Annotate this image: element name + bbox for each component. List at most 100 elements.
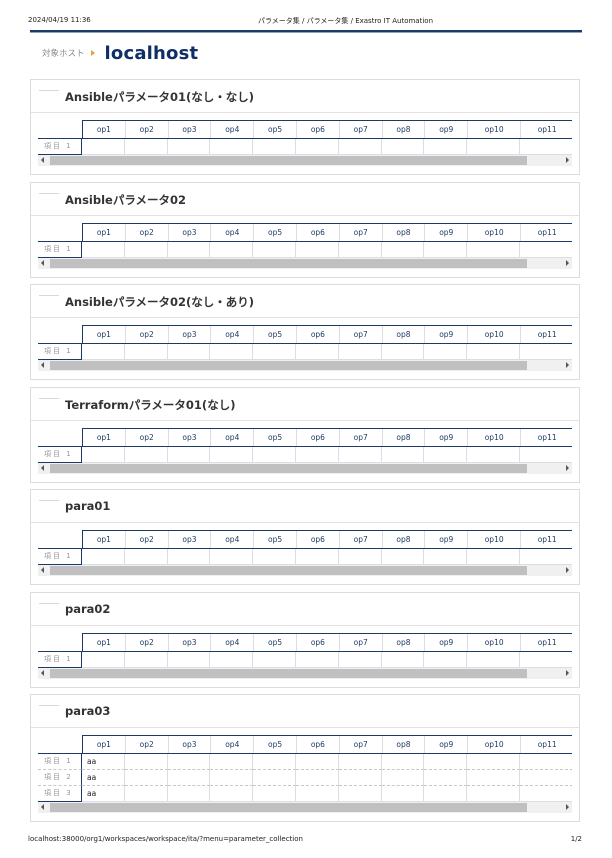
scroll-right-arrow-icon[interactable]	[566, 567, 569, 573]
row-label: 項目 1	[38, 139, 82, 155]
panel-title-bar: Ansibleパラメータ01(なし・なし)	[31, 80, 579, 113]
table-cell	[467, 344, 521, 360]
row-cells	[82, 344, 572, 360]
table-cell: aa	[82, 786, 125, 802]
table-cell	[295, 447, 339, 463]
table-corner	[38, 633, 82, 652]
scroll-right-arrow-icon[interactable]	[566, 465, 569, 471]
table-cell	[467, 549, 521, 565]
table-corner	[38, 223, 82, 242]
table-cell	[124, 242, 168, 258]
table-cell	[520, 139, 572, 155]
panel-title: para03	[65, 704, 111, 718]
column-header: op6	[297, 736, 340, 753]
scroll-left-arrow-icon[interactable]	[41, 465, 44, 471]
scroll-left-arrow-icon[interactable]	[41, 670, 44, 676]
table-cell	[520, 786, 572, 802]
scroll-thumb[interactable]	[50, 259, 527, 268]
table-cell	[295, 242, 339, 258]
horizontal-scrollbar[interactable]	[38, 360, 572, 371]
scroll-right-arrow-icon[interactable]	[566, 157, 569, 163]
scroll-left-arrow-icon[interactable]	[41, 567, 44, 573]
horizontal-scrollbar[interactable]	[38, 463, 572, 474]
column-header: op9	[425, 736, 469, 753]
table-cell	[253, 786, 296, 802]
column-header: op3	[169, 326, 212, 343]
column-header: op3	[169, 121, 212, 138]
column-header: op8	[383, 326, 426, 343]
horizontal-scrollbar[interactable]	[38, 668, 572, 679]
column-header: op2	[126, 531, 169, 548]
scroll-left-arrow-icon[interactable]	[41, 362, 44, 368]
horizontal-scrollbar[interactable]	[38, 155, 572, 166]
column-header: op5	[254, 531, 297, 548]
scroll-thumb[interactable]	[50, 566, 527, 575]
scroll-right-arrow-icon[interactable]	[566, 362, 569, 368]
column-header: op3	[169, 531, 212, 548]
table-cell	[124, 549, 168, 565]
scroll-thumb[interactable]	[50, 803, 527, 812]
table-cell	[520, 754, 572, 770]
column-header: op1	[83, 634, 126, 651]
scroll-right-arrow-icon[interactable]	[566, 260, 569, 266]
scroll-left-arrow-icon[interactable]	[41, 804, 44, 810]
table-corner	[38, 735, 82, 754]
horizontal-scrollbar[interactable]	[38, 565, 572, 576]
panel-title-bar: para02	[31, 593, 579, 626]
table-cell	[82, 652, 125, 668]
title-marker	[39, 90, 59, 91]
row-cells	[82, 139, 572, 155]
table-cell	[381, 549, 425, 565]
table-cell	[338, 139, 382, 155]
table-cell	[381, 242, 425, 258]
column-header: op4	[211, 531, 255, 548]
table-cell	[253, 242, 296, 258]
column-header: op9	[425, 121, 469, 138]
row-label: 項目 1	[38, 652, 82, 668]
table-cell	[467, 242, 521, 258]
column-header: op11	[521, 634, 572, 651]
column-header: op5	[254, 429, 297, 446]
horizontal-scrollbar[interactable]	[38, 258, 572, 269]
scroll-thumb[interactable]	[50, 361, 527, 370]
table-cell	[381, 344, 425, 360]
scroll-thumb[interactable]	[50, 669, 527, 678]
column-header: op8	[383, 634, 426, 651]
table-cell	[520, 549, 572, 565]
scroll-thumb[interactable]	[50, 464, 527, 473]
scroll-right-arrow-icon[interactable]	[566, 670, 569, 676]
table-cell	[253, 447, 296, 463]
title-marker	[39, 603, 59, 604]
table-cell	[381, 786, 425, 802]
panel-title-bar: para03	[31, 695, 579, 728]
panel-title: para02	[65, 602, 111, 616]
table-cell	[424, 786, 468, 802]
table-cell	[82, 242, 125, 258]
table-cell	[467, 770, 521, 786]
column-header: op8	[383, 224, 426, 241]
table-cell	[338, 447, 382, 463]
row-label: 項目 1	[38, 242, 82, 258]
table-cell	[124, 652, 168, 668]
title-marker	[39, 193, 59, 194]
table-cell	[167, 549, 211, 565]
scroll-thumb[interactable]	[50, 156, 527, 165]
scroll-right-arrow-icon[interactable]	[566, 804, 569, 810]
panel-title: Ansibleパラメータ01(なし・なし)	[65, 90, 255, 104]
table-cell	[82, 447, 125, 463]
table-cell	[253, 139, 296, 155]
table-cell	[295, 786, 339, 802]
scroll-left-arrow-icon[interactable]	[41, 157, 44, 163]
row-cells	[82, 447, 572, 463]
horizontal-scrollbar[interactable]	[38, 802, 572, 813]
scroll-left-arrow-icon[interactable]	[41, 260, 44, 266]
table-corner	[38, 530, 82, 549]
